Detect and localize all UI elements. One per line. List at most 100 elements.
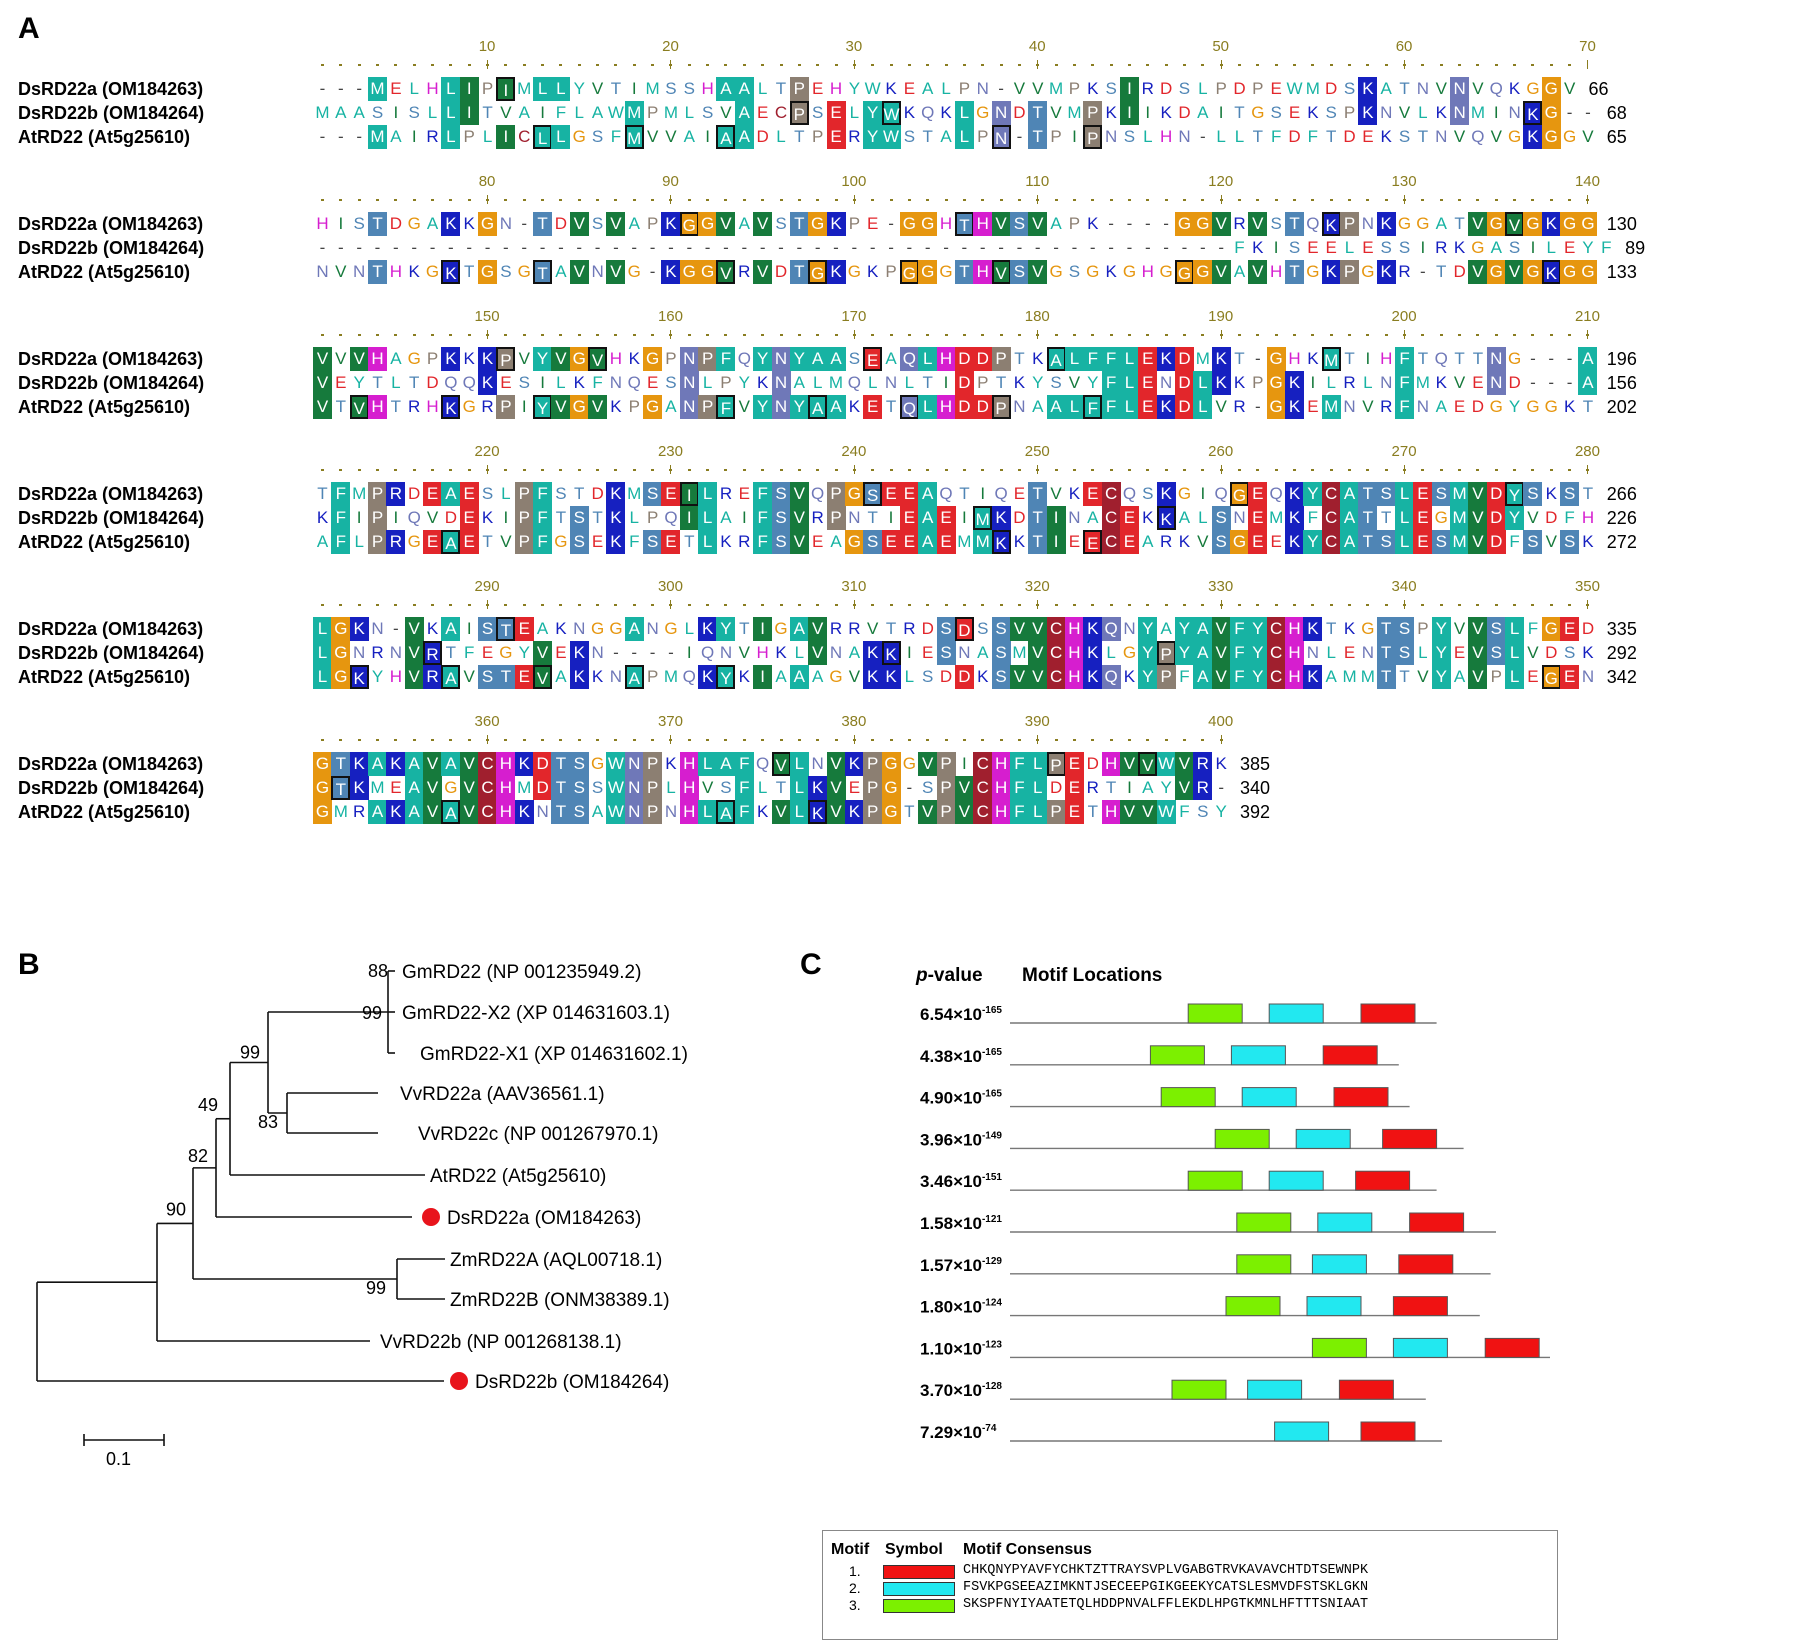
residue: A (1380, 79, 1392, 98)
residue: I (1127, 778, 1132, 797)
residue: P (463, 127, 475, 146)
ruler-dot (1421, 199, 1425, 201)
residue: H (496, 800, 516, 824)
residue: A (716, 77, 736, 101)
ruler-dot (687, 469, 691, 471)
ruler-dot (871, 199, 875, 201)
ruler-dot (1182, 199, 1186, 201)
residue: G (664, 619, 678, 638)
residue: V (808, 617, 828, 641)
ruler-dot (431, 469, 435, 471)
residue: - (393, 619, 399, 638)
residue: M (1450, 506, 1470, 530)
residue: T (496, 665, 516, 689)
residue: V (313, 347, 332, 371)
residue: D (954, 347, 974, 371)
residue: T (533, 212, 553, 236)
ruler-dot (1127, 64, 1131, 66)
residue: D (533, 752, 553, 776)
residue: N (591, 262, 604, 281)
residue: M (517, 79, 532, 98)
residue: F (753, 506, 773, 530)
motif-box-cyan (1311, 1254, 1367, 1275)
residue: V (1174, 752, 1194, 776)
residue: K (977, 667, 989, 686)
residue: H (1285, 641, 1305, 665)
residue: M (1415, 373, 1430, 392)
residue: A (826, 347, 846, 371)
residue: - (1199, 127, 1206, 146)
residue: K (426, 619, 439, 638)
legend-consensus: SKSPFNYIYAATETQLHDDPNVALFFLEKDLHPGTKMNLH… (963, 1597, 1369, 1612)
residue: R (1435, 238, 1448, 257)
residue: P (936, 776, 956, 800)
residue: V (701, 778, 714, 797)
residue: V (313, 371, 332, 395)
residue: G (918, 212, 938, 236)
residue: V (1468, 617, 1488, 641)
residue: D (591, 484, 604, 503)
residue: P (1068, 79, 1081, 98)
residue: Y (1303, 530, 1323, 554)
ruler-dot (1201, 334, 1205, 336)
residue: K (1013, 373, 1026, 392)
residue: N (1450, 77, 1470, 101)
legend-motif-number: 2. (849, 1580, 861, 1596)
residue: F (331, 506, 351, 530)
residue: T (739, 619, 750, 638)
residue: M (627, 484, 642, 503)
residue: E (1472, 373, 1484, 392)
residue: L (918, 347, 938, 371)
residue: P (1156, 665, 1176, 689)
ruler-dot (1366, 604, 1370, 606)
residue: Y (1505, 506, 1525, 530)
residue: N (1159, 373, 1173, 392)
residue: S (1431, 482, 1451, 506)
residue: A (885, 349, 897, 368)
residue: K (1156, 506, 1176, 530)
residue: F (734, 752, 754, 776)
motif-box-red (1392, 1296, 1448, 1317)
residue: H (973, 212, 993, 236)
residue: N (1306, 643, 1319, 662)
residue: A (368, 800, 388, 824)
ruler-dot (1549, 469, 1553, 471)
sequence-end-position: 272 (1606, 532, 1637, 552)
ruler-dot (962, 64, 966, 66)
ruler-tick (1220, 60, 1222, 69)
residue: E (863, 347, 883, 371)
sequence-name: AtRD22 (At5g25610) (18, 262, 191, 282)
residue: V (1468, 482, 1488, 506)
residue: F (1564, 508, 1575, 527)
residue: L (666, 778, 676, 797)
ruler-dot (651, 64, 655, 66)
residue: C (774, 103, 788, 122)
ruler-dot (651, 469, 655, 471)
ruler-dot (1072, 199, 1076, 201)
residue: Y (1303, 482, 1323, 506)
ruler-dot (944, 469, 948, 471)
residue: - (998, 79, 1004, 98)
residue: N (1380, 373, 1393, 392)
residue: K (1541, 260, 1561, 284)
residue: I (1046, 530, 1066, 554)
residue: R (1233, 397, 1246, 416)
ruler-dot (706, 604, 710, 606)
residue: K (555, 619, 567, 638)
residue: E (1270, 532, 1282, 551)
ruler-dot (816, 64, 820, 66)
ruler-dot (1256, 604, 1260, 606)
residue: V (646, 127, 659, 146)
residue: T (464, 262, 475, 281)
residue: A (1142, 778, 1154, 797)
ruler-dot (1091, 334, 1095, 336)
ruler-number: 110 (1025, 173, 1050, 190)
residue: G (313, 800, 332, 824)
motif-box-green (1187, 1170, 1243, 1191)
residue: K (1321, 212, 1341, 236)
residue: A (1453, 667, 1466, 686)
residue: A (734, 77, 754, 101)
residue: G (1541, 125, 1561, 149)
bootstrap-value: 99 (366, 1278, 386, 1298)
